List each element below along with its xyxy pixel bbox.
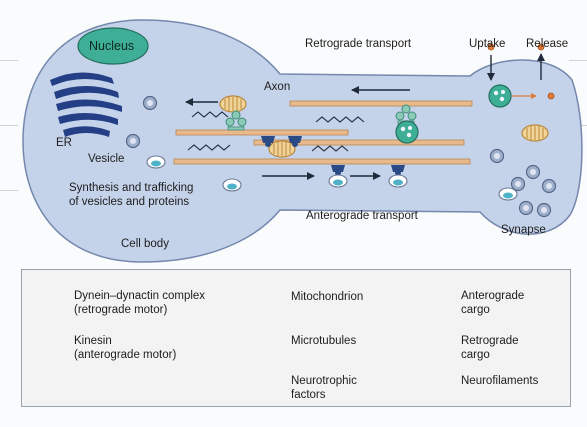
vesicle: [518, 200, 534, 216]
legend-neurotrophic-line1: Neurotrophic: [291, 375, 357, 387]
microtubule: [253, 139, 465, 146]
microtubule: [173, 158, 471, 165]
synapse-label: Synapse: [501, 224, 546, 236]
nucleus-label: Nucleus: [89, 39, 135, 53]
mitochondrion: [268, 140, 296, 158]
vesicle: [510, 176, 526, 192]
legend-dynein-line1: Dynein–dynactin complex: [74, 290, 206, 302]
microtubule: [289, 100, 473, 107]
anterograde-transport-label: Anterograde transport: [306, 210, 418, 222]
page-edge-line: [569, 60, 587, 61]
legend-box: [21, 269, 571, 407]
legend-neurotrophic-line2: factors: [291, 389, 326, 401]
anterograde-cargo: [222, 178, 242, 192]
vesicle: [525, 164, 541, 180]
page-edge-line: [0, 125, 18, 126]
axon-label: Axon: [264, 81, 291, 93]
legend-dynein-line2: (retrograde motor): [74, 304, 168, 316]
legend-microtubules: Microtubules: [291, 335, 357, 347]
retrograde-transport-label: Retrograde transport: [305, 38, 412, 50]
uptake-label: Uptake: [469, 38, 506, 50]
page-edge-line: [0, 190, 18, 191]
microtubule: [175, 129, 349, 136]
anterograde-cargo: [388, 174, 408, 188]
anterograde-cargo: [146, 155, 166, 169]
neurofilament: [187, 144, 231, 151]
vesicle: [142, 95, 158, 111]
synthesis-label-line1: Synthesis and trafficking: [69, 182, 194, 194]
legend-anterograde-line1: Anterograde: [461, 290, 525, 302]
neurotrophic-factor: [487, 43, 495, 51]
vesicle-label: Vesicle: [88, 153, 125, 165]
retrograde-cargo: [395, 120, 419, 144]
page-edge-line: [0, 60, 18, 61]
nucleus-shape: [77, 27, 149, 65]
synthesis-label-line2: of vesicles and proteins: [69, 196, 190, 208]
cell-body-label: Cell body: [121, 238, 169, 250]
mitochondrion: [521, 124, 549, 142]
retrograde-cargo: [488, 84, 512, 108]
neurofilament: [315, 116, 365, 123]
mitochondrion: [219, 95, 247, 113]
release-label: Release: [526, 38, 569, 50]
legend-kinesin-line2: (anterograde motor): [74, 349, 177, 361]
legend-anterograde-line2: cargo: [461, 304, 490, 316]
legend-mitochondrion: Mitochondrion: [291, 291, 364, 303]
neurotrophic-factor: [537, 43, 545, 51]
er-label: ER: [56, 137, 72, 149]
vesicle: [536, 202, 552, 218]
neurofilament: [191, 111, 229, 118]
legend-retrograde-line1: Retrograde: [461, 335, 519, 347]
anterograde-cargo: [328, 174, 348, 188]
neurofilament: [311, 145, 349, 152]
vesicle: [489, 148, 505, 164]
legend-kinesin-line1: Kinesin: [74, 335, 112, 347]
vesicle: [125, 133, 141, 149]
neurotrophic-factor: [547, 92, 555, 100]
er-shape: [50, 72, 122, 137]
vesicle: [541, 178, 557, 194]
legend-retrograde-line2: cargo: [461, 349, 490, 361]
legend-neurofilaments: Neurofilaments: [461, 375, 539, 387]
